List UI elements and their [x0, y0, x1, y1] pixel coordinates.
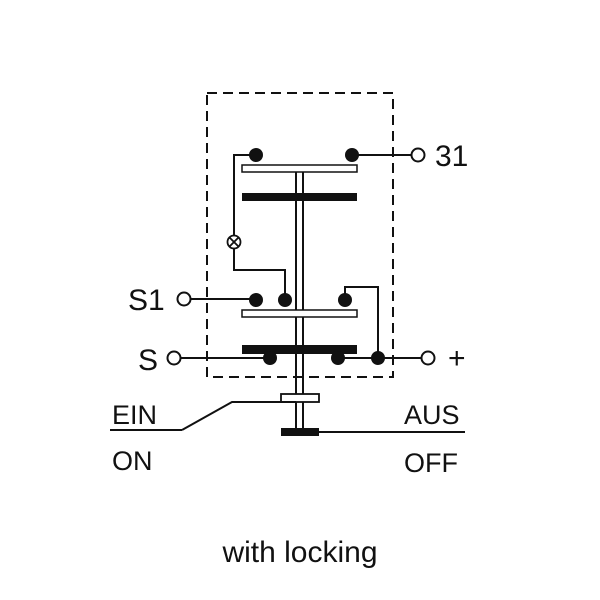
- aus-label: AUS: [404, 400, 460, 430]
- terminal-31-circle: [410, 147, 426, 163]
- contact-dot-s-left: [263, 351, 277, 365]
- off-label: OFF: [404, 448, 458, 478]
- terminal-plus-circle: [420, 350, 436, 366]
- contact-dot-plus: [371, 351, 385, 365]
- contact-dots: [249, 148, 385, 365]
- terminal-plus-label: +: [448, 342, 466, 375]
- contact-dot-s1-mid: [278, 293, 292, 307]
- indicator-lamp-icon: [226, 234, 242, 250]
- contact-dot-top-right: [345, 148, 359, 162]
- ein-on-pointer: [110, 401, 296, 431]
- contact-dot-s1-right: [338, 293, 352, 307]
- contact-dot-s-right: [331, 351, 345, 365]
- upper-bridge-bar: [242, 193, 357, 201]
- push-button: [281, 428, 319, 436]
- top-contact-bar: [241, 164, 358, 173]
- terminal-s1-circle: [176, 291, 192, 307]
- terminal-s-label: S: [138, 344, 158, 377]
- switch-housing: [206, 92, 394, 378]
- terminal-31-label: 31: [435, 140, 468, 173]
- contact-dot-top-left: [249, 148, 263, 162]
- terminal-s-circle: [166, 350, 182, 366]
- lower-bridge-bar: [242, 345, 357, 354]
- contact-dot-s1-left: [249, 293, 263, 307]
- caption: with locking: [221, 536, 377, 569]
- wiring: [180, 154, 422, 359]
- latch-plate: [280, 393, 320, 403]
- terminal-circles: [166, 147, 436, 366]
- ein-label: EIN: [112, 400, 157, 430]
- terminal-s1-label: S1: [128, 284, 165, 317]
- plunger-shaft: [295, 170, 304, 428]
- middle-contact-bar: [241, 309, 358, 318]
- on-label: ON: [112, 446, 153, 476]
